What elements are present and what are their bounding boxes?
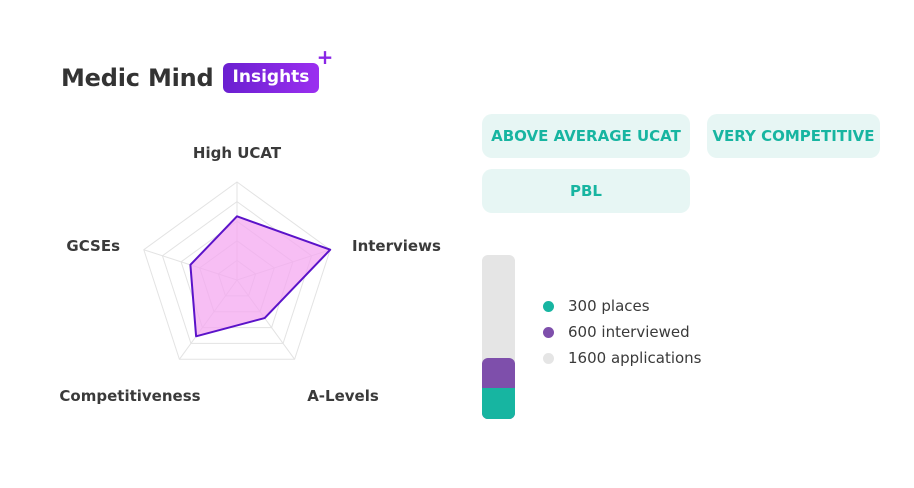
- brand-name: Medic Mind: [61, 63, 214, 92]
- plus-icon: +: [316, 45, 334, 69]
- tag-very-competitive: VERY COMPETITIVE: [707, 114, 880, 158]
- radar-label-high-ucat: High UCAT: [193, 144, 282, 162]
- legend-item-applications: 1600 applications: [543, 345, 702, 371]
- radar-axis-labels: High UCAT Interviews A-Levels Competitiv…: [59, 144, 441, 405]
- applications-stacked-bar: [482, 255, 515, 419]
- legend-dot-icon: [543, 352, 554, 364]
- radar-label-a-levels: A-Levels: [307, 387, 379, 405]
- tag-pbl: PBL: [482, 169, 690, 213]
- brand-logo: Medic Mind Insights +: [61, 47, 333, 93]
- legend-label-applications: 1600 applications: [568, 349, 702, 367]
- legend-dot-icon: [543, 326, 554, 338]
- radar-chart: High UCAT Interviews A-Levels Competitiv…: [59, 144, 441, 405]
- stats-legend: 300 places 600 interviewed 1600 applicat…: [543, 293, 702, 371]
- radar-grid-ring: [143, 181, 331, 360]
- radar-label-gcses: GCSEs: [66, 237, 120, 255]
- radar-data-area: [189, 215, 332, 338]
- brand-insights-badge: Insights +: [222, 47, 333, 93]
- legend-item-places: 300 places: [543, 293, 702, 319]
- brand-badge-label: Insights: [232, 67, 310, 87]
- bar-segment-places: [482, 388, 515, 419]
- legend-label-interviewed: 600 interviewed: [568, 323, 690, 341]
- legend-item-interviewed: 600 interviewed: [543, 319, 702, 345]
- legend-dot-icon: [543, 300, 554, 312]
- radar-label-competitiveness: Competitiveness: [59, 387, 200, 405]
- radar-label-interviews: Interviews: [352, 237, 441, 255]
- tag-above-average-ucat: ABOVE AVERAGE UCAT: [482, 114, 690, 158]
- legend-label-places: 300 places: [568, 297, 650, 315]
